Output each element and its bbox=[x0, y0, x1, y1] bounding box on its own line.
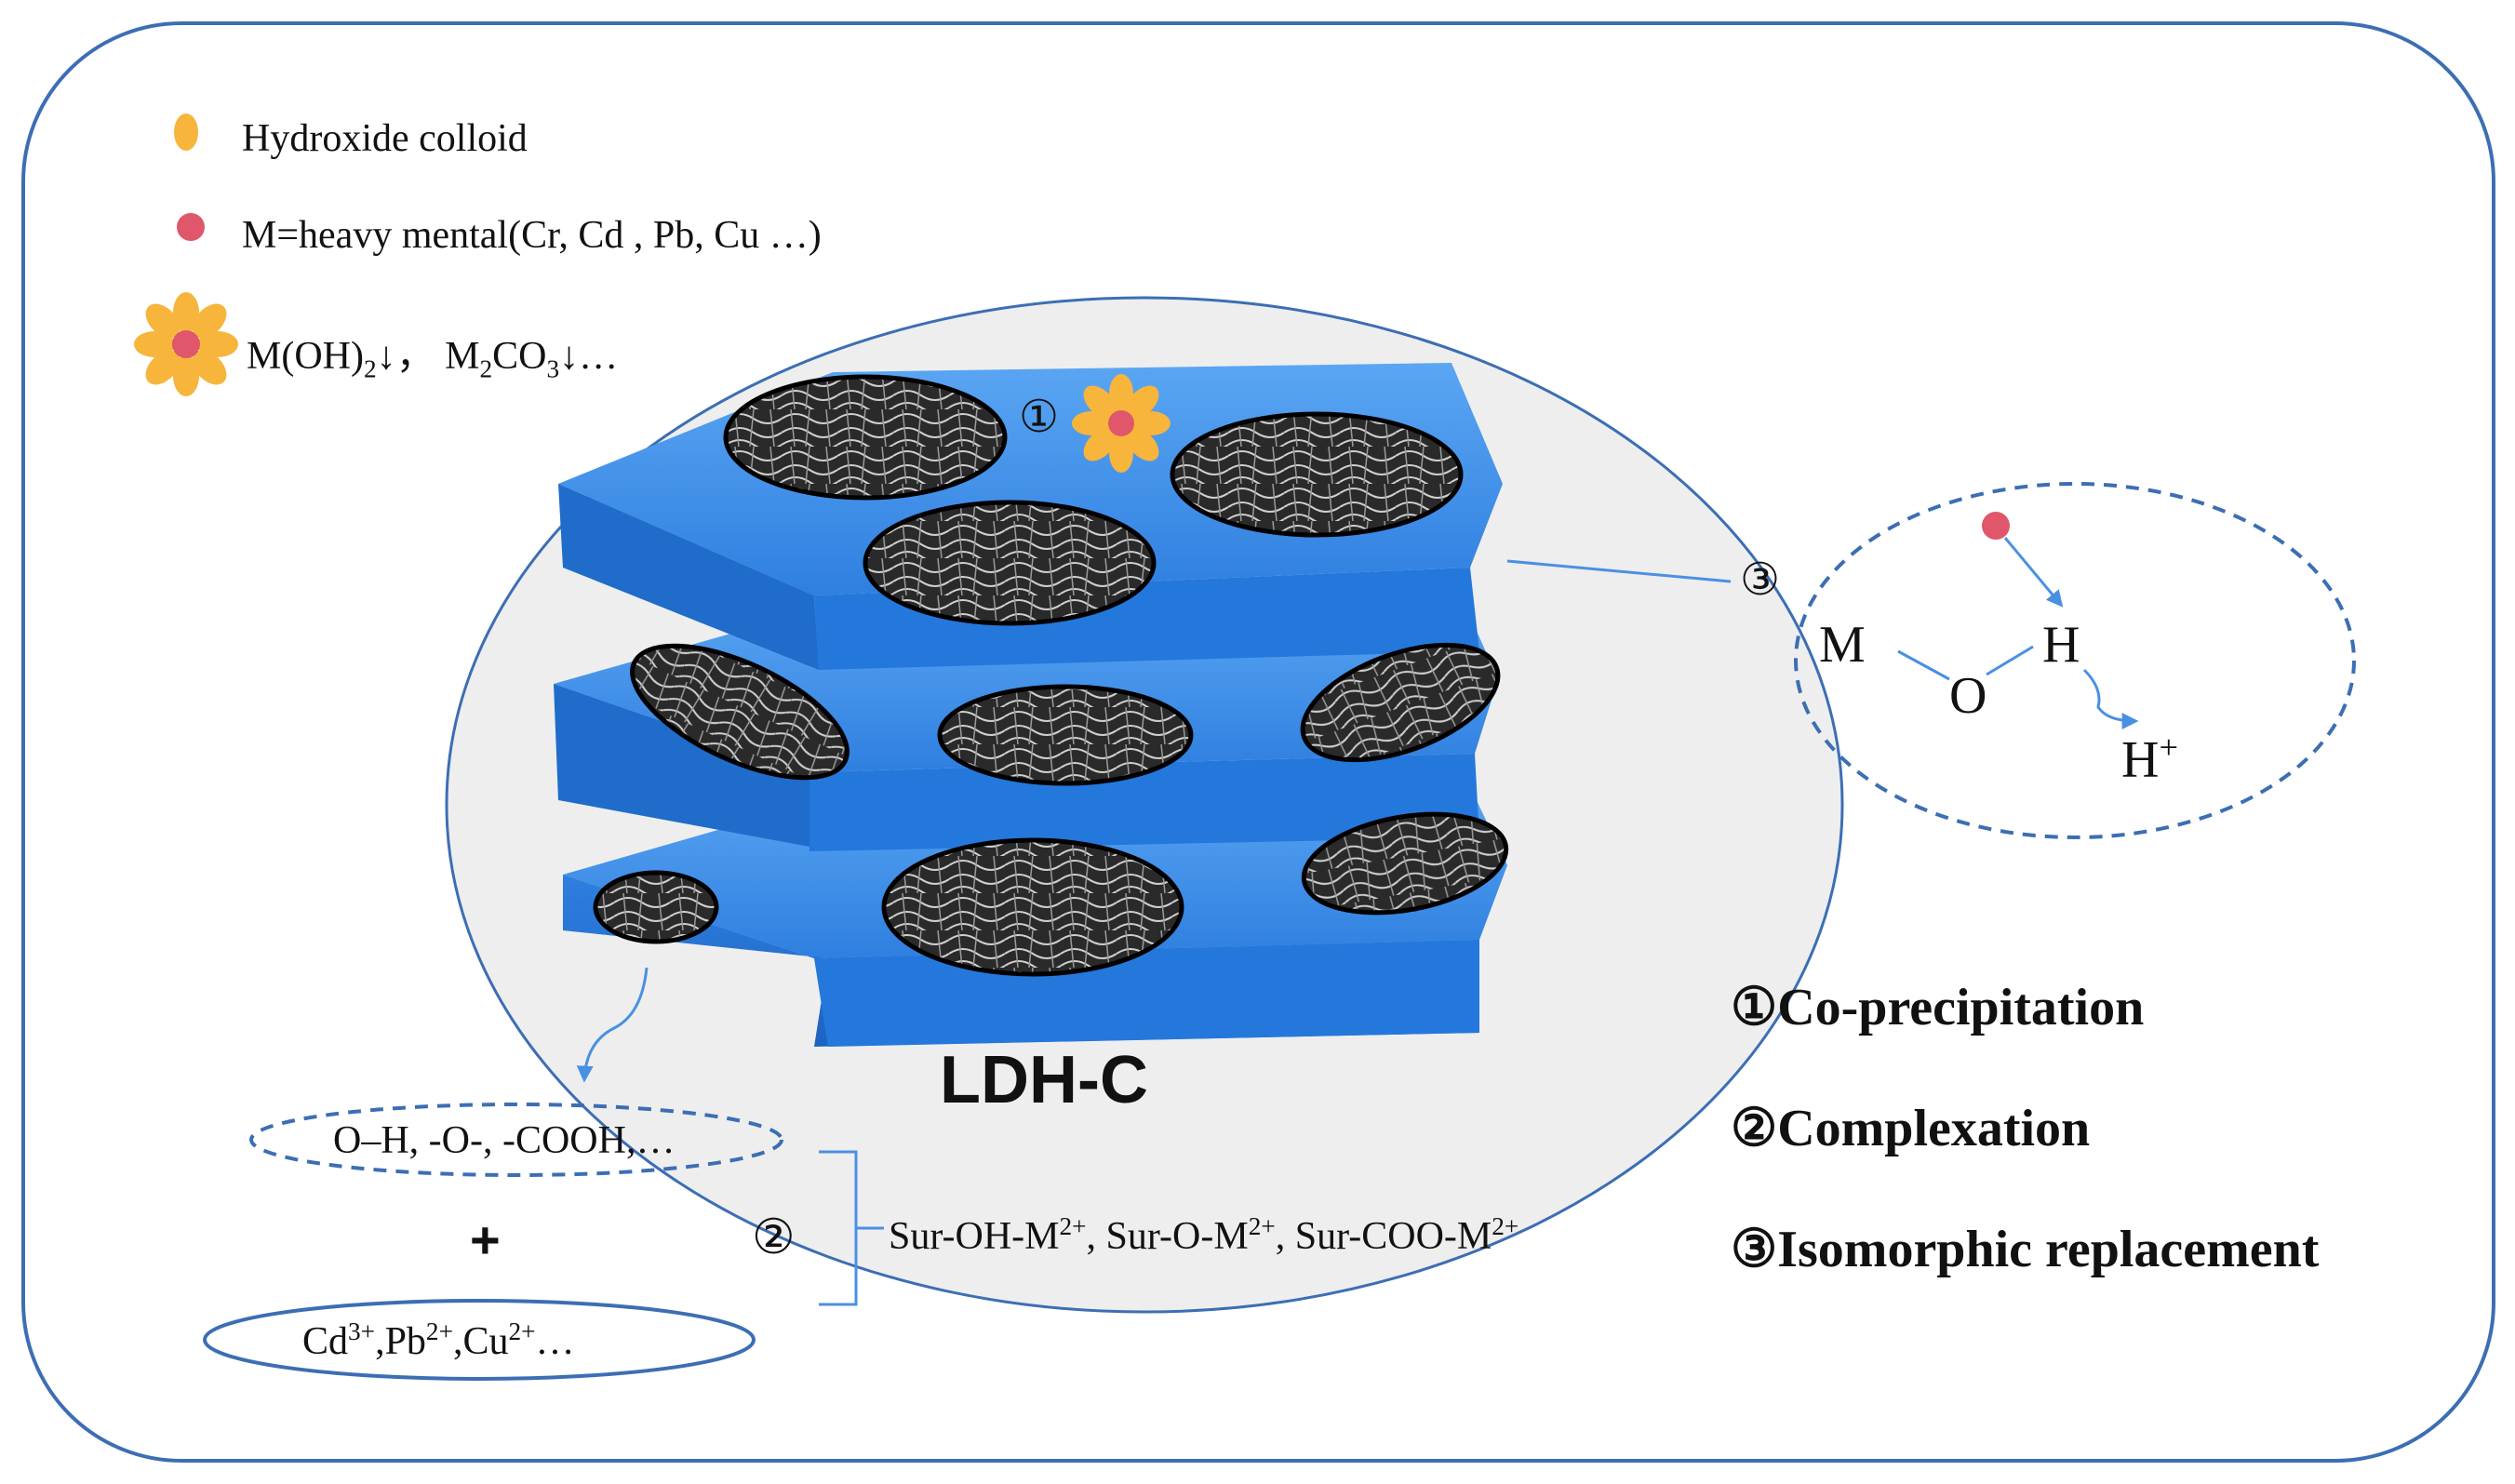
plus-sign: + bbox=[470, 1210, 501, 1269]
proton-hplus: H+ bbox=[2121, 729, 2178, 789]
exchange-arrow-1 bbox=[2003, 537, 2064, 608]
complexation-products: Sur-OH-M2+, Sur-O-M2+, Sur-COO-M2+ bbox=[889, 1212, 1519, 1258]
groups-arrow bbox=[576, 967, 649, 1083]
atom-m: M bbox=[1819, 616, 1866, 674]
outer-frame bbox=[21, 21, 2495, 1463]
ldh-c-title: LDH-C bbox=[940, 1043, 1148, 1117]
orange-ellipse-icon bbox=[174, 114, 198, 151]
flower-icon bbox=[134, 292, 238, 396]
sem-pores bbox=[593, 374, 1509, 977]
bond-o-h bbox=[1986, 645, 2034, 676]
complexation-bracket bbox=[819, 1150, 884, 1306]
red-dot-icon bbox=[177, 213, 205, 241]
mechanism-isomorphic-replacement: ③Isomorphic replacement bbox=[1731, 1221, 2320, 1278]
exchange-arrow-2 bbox=[2082, 668, 2139, 729]
connector-line bbox=[1506, 559, 1732, 583]
ions-bubble bbox=[203, 1299, 756, 1381]
marker-three: ③ bbox=[1740, 555, 1781, 605]
mechanism-co-precipitation: ①Co-precipitation bbox=[1731, 979, 2145, 1036]
legend-colloid-label: Hydroxide colloid bbox=[242, 117, 528, 160]
marker-two: ② bbox=[752, 1211, 796, 1264]
groups-bubble bbox=[249, 1103, 783, 1177]
metal-ion-dot bbox=[1982, 512, 2010, 540]
legend-precipitate-label: M(OH)2↓， M2CO3↓… bbox=[247, 335, 619, 383]
precipitate-flower bbox=[1072, 374, 1171, 473]
metal-ions: Cd3+,Pb2+,Cu2+… bbox=[302, 1317, 575, 1363]
isomorphic-bubble bbox=[1794, 482, 2356, 839]
legend-metal-label: M=heavy mental(Cr, Cd , Pb, Cu …) bbox=[242, 214, 822, 257]
atom-h: H bbox=[2042, 616, 2080, 674]
mechanism-complexation: ②Complexation bbox=[1731, 1100, 2091, 1157]
marker-one: ① bbox=[1019, 393, 1060, 442]
bond-m-o bbox=[1897, 649, 1950, 681]
atom-o: O bbox=[1949, 667, 1987, 725]
functional-groups: O–H, -O-, -COOH,… bbox=[333, 1119, 676, 1162]
